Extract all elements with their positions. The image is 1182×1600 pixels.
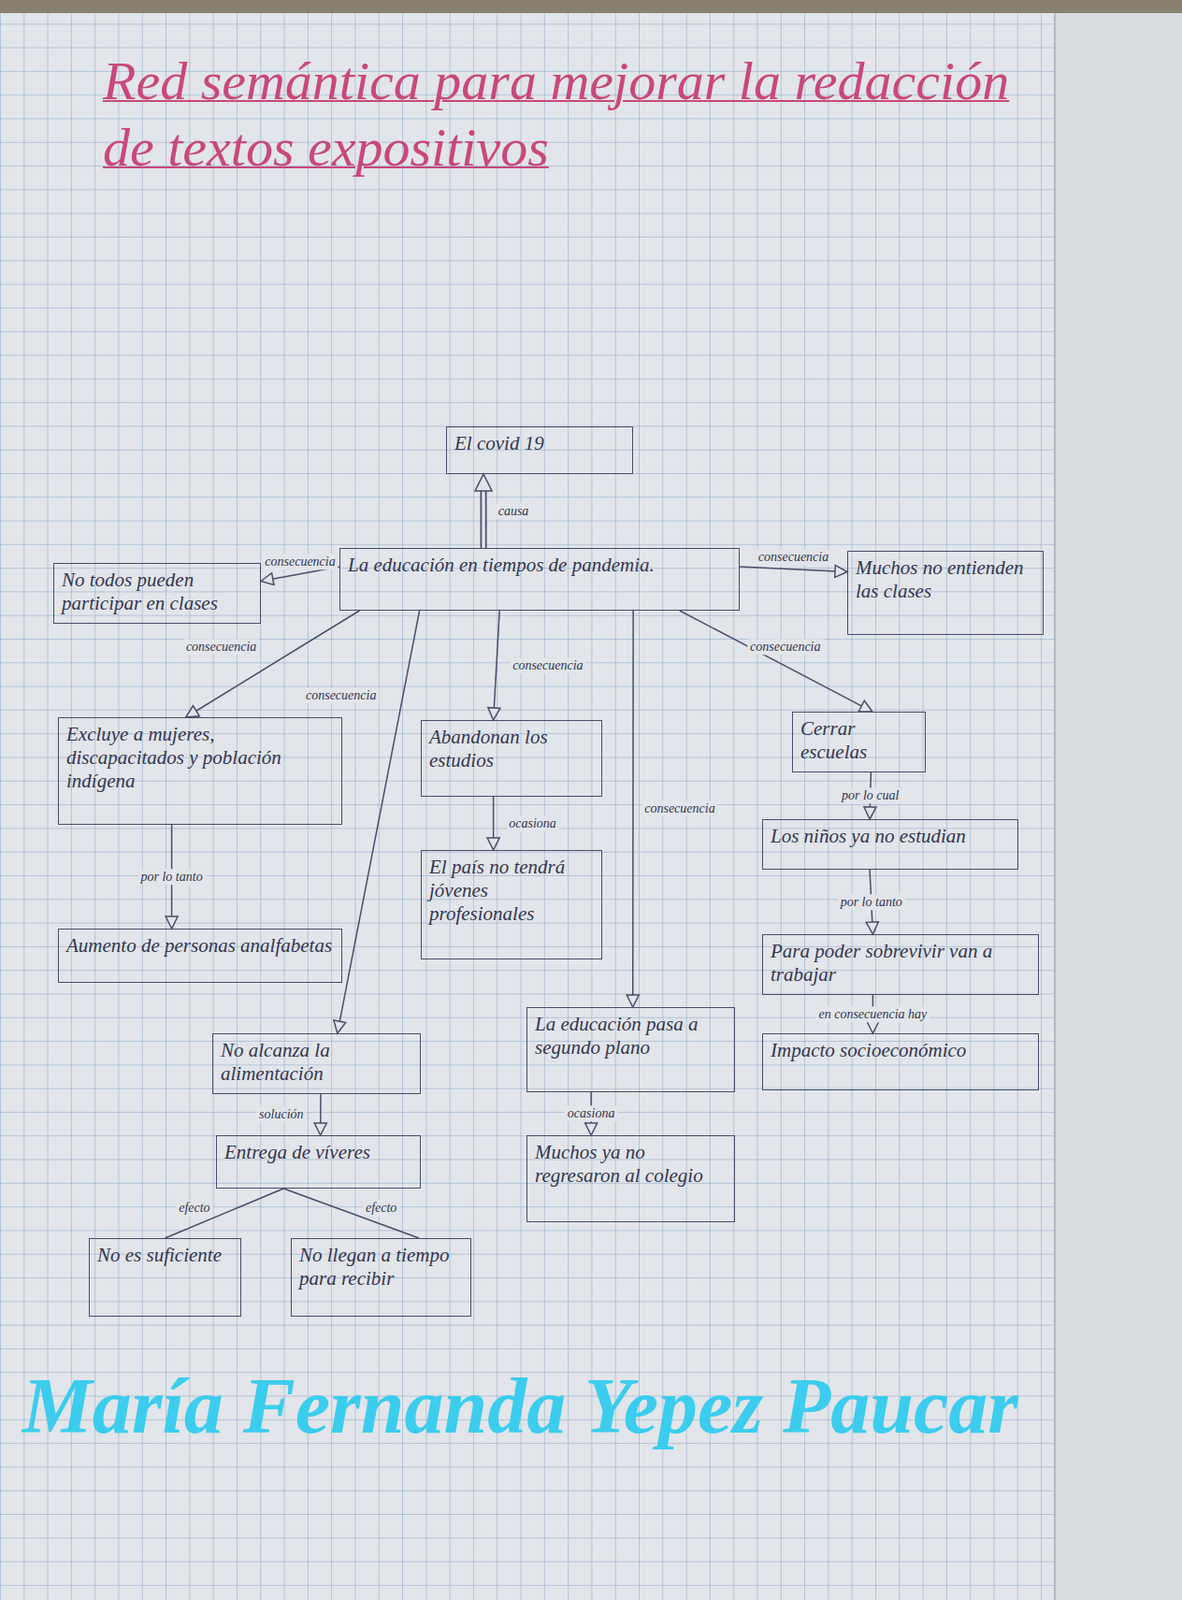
relation-label: efecto bbox=[362, 1199, 400, 1216]
relation-label: consecuencia bbox=[747, 638, 823, 655]
concept-text: Impacto socioeconómico bbox=[770, 1038, 1031, 1063]
relation-label: causa bbox=[495, 503, 533, 519]
relation-label: en consecuencia hay bbox=[815, 1006, 930, 1023]
concept-box: Los niños ya no estudian bbox=[762, 819, 1019, 870]
relation-connector bbox=[333, 610, 420, 1034]
concept-box: No llegan a tiempo para recibir bbox=[290, 1238, 472, 1317]
connector-line bbox=[165, 1188, 285, 1239]
concept-box: Impacto socioeconómico bbox=[762, 1033, 1039, 1091]
arrow-head bbox=[858, 700, 873, 712]
concept-box: El país no tendrá jóvenes profesionales bbox=[420, 850, 603, 960]
arrow-head bbox=[475, 474, 492, 491]
double-line-outer bbox=[480, 489, 488, 548]
connector-line bbox=[679, 610, 864, 707]
concept-box: Abandonan los estudios bbox=[420, 720, 603, 797]
arrow-head bbox=[260, 573, 274, 586]
concept-box: Aumento de personas analfabetas bbox=[57, 928, 343, 983]
diagram-title: Red semántica para mejorar la redacción … bbox=[102, 48, 1048, 182]
concept-text: Los niños ya no estudian bbox=[770, 824, 1010, 849]
connector-line bbox=[493, 610, 500, 710]
connector-line bbox=[319, 1094, 322, 1125]
concept-box: No es suficiente bbox=[88, 1238, 242, 1317]
relation-label: consecuencia bbox=[183, 638, 260, 655]
concept-text: No alcanza la alimentación bbox=[220, 1038, 413, 1086]
arrow-head bbox=[186, 706, 200, 718]
concept-text: Abandonan los estudios bbox=[429, 725, 594, 773]
concept-text: La educación pasa a segundo plano bbox=[534, 1012, 727, 1060]
concept-text: Muchos no entienden las clases bbox=[855, 556, 1036, 604]
concept-text: El covid 19 bbox=[454, 432, 625, 456]
concept-box: Para poder sobrevivir van a trabajar bbox=[762, 934, 1039, 995]
relation-label: ocasiona bbox=[564, 1105, 619, 1122]
relation-connector bbox=[487, 796, 500, 851]
relation-connector bbox=[314, 1094, 327, 1136]
concept-box: Muchos no entienden las clases bbox=[847, 550, 1044, 635]
concept-box: Cerrar escuelas bbox=[792, 711, 926, 773]
relation-connector bbox=[283, 1188, 419, 1239]
relation-label: consecuencia bbox=[509, 657, 586, 674]
watermark: María Fernanda Yepez Paucar bbox=[22, 1363, 1019, 1450]
concept-text: Entrega de víveres bbox=[224, 1140, 413, 1165]
concept-box: No alcanza la alimentación bbox=[212, 1033, 421, 1095]
table-edge bbox=[0, 0, 1182, 14]
relation-connector bbox=[739, 564, 848, 577]
concept-box: Entrega de víveres bbox=[216, 1135, 421, 1189]
relation-label: por lo cual bbox=[838, 787, 902, 804]
concept-text: No es suficiente bbox=[97, 1243, 233, 1268]
concept-box: Excluye a mujeres, discapacitados y pobl… bbox=[57, 717, 343, 825]
relation-connector bbox=[475, 474, 492, 548]
concept-text: Aumento de personas analfabetas bbox=[66, 934, 334, 958]
relation-connector bbox=[626, 610, 639, 1008]
connector-line bbox=[339, 610, 420, 1024]
concept-box: La educación pasa a segundo plano bbox=[526, 1007, 736, 1093]
relation-label: por lo tanto bbox=[837, 893, 906, 910]
concept-text: Cerrar escuelas bbox=[800, 717, 918, 764]
concept-box: El covid 19 bbox=[446, 426, 634, 475]
connector-line bbox=[283, 1188, 419, 1239]
relation-label: consecuencia bbox=[261, 553, 338, 570]
arrow-head bbox=[835, 564, 848, 577]
arrow-head bbox=[864, 807, 877, 820]
concept-text: Excluye a mujeres, discapacitados y pobl… bbox=[66, 722, 334, 794]
arrow-head bbox=[333, 1020, 346, 1034]
arrow-head bbox=[165, 916, 178, 929]
concept-text: El país no tendrá jóvenes profesionales bbox=[429, 855, 594, 927]
relation-label: consecuencia bbox=[302, 687, 379, 704]
connector-line bbox=[632, 610, 635, 997]
concept-text: Para poder sobrevivir van a trabajar bbox=[770, 939, 1031, 987]
relation-label: ocasiona bbox=[505, 815, 560, 832]
concept-text: La educación en tiempos de pandemia. bbox=[347, 553, 732, 577]
relation-label: por lo tanto bbox=[138, 868, 206, 885]
arrow-head bbox=[487, 837, 500, 851]
arrow-head bbox=[314, 1123, 327, 1136]
connector-line bbox=[739, 566, 837, 572]
relation-label: consecuencia bbox=[755, 548, 832, 565]
concept-text: Muchos ya no regresaron al colegio bbox=[534, 1140, 727, 1188]
relation-connector bbox=[679, 610, 873, 712]
relation-label: solución bbox=[256, 1106, 306, 1123]
arrow-head bbox=[626, 994, 639, 1008]
concept-box: La educación en tiempos de pandemia. bbox=[339, 547, 740, 611]
arrow-head bbox=[488, 707, 501, 721]
relation-label: consecuencia bbox=[641, 800, 718, 817]
concept-box: Muchos ya no regresaron al colegio bbox=[526, 1135, 736, 1223]
arrow-head bbox=[585, 1123, 598, 1136]
concept-text: No llegan a tiempo para recibir bbox=[299, 1243, 463, 1291]
arrow-head bbox=[866, 1021, 880, 1034]
relation-connector bbox=[165, 1188, 285, 1239]
page-fold bbox=[1053, 13, 1056, 1600]
double-line-inner bbox=[481, 489, 486, 548]
concept-text: No todos pueden participar en clases bbox=[61, 568, 253, 616]
arrow-head bbox=[865, 922, 879, 935]
next-page bbox=[1054, 13, 1182, 1600]
concept-box: No todos pueden participar en clases bbox=[53, 562, 261, 624]
relation-label: efecto bbox=[175, 1199, 213, 1216]
relation-connector bbox=[488, 610, 501, 721]
connector-line bbox=[492, 796, 495, 840]
